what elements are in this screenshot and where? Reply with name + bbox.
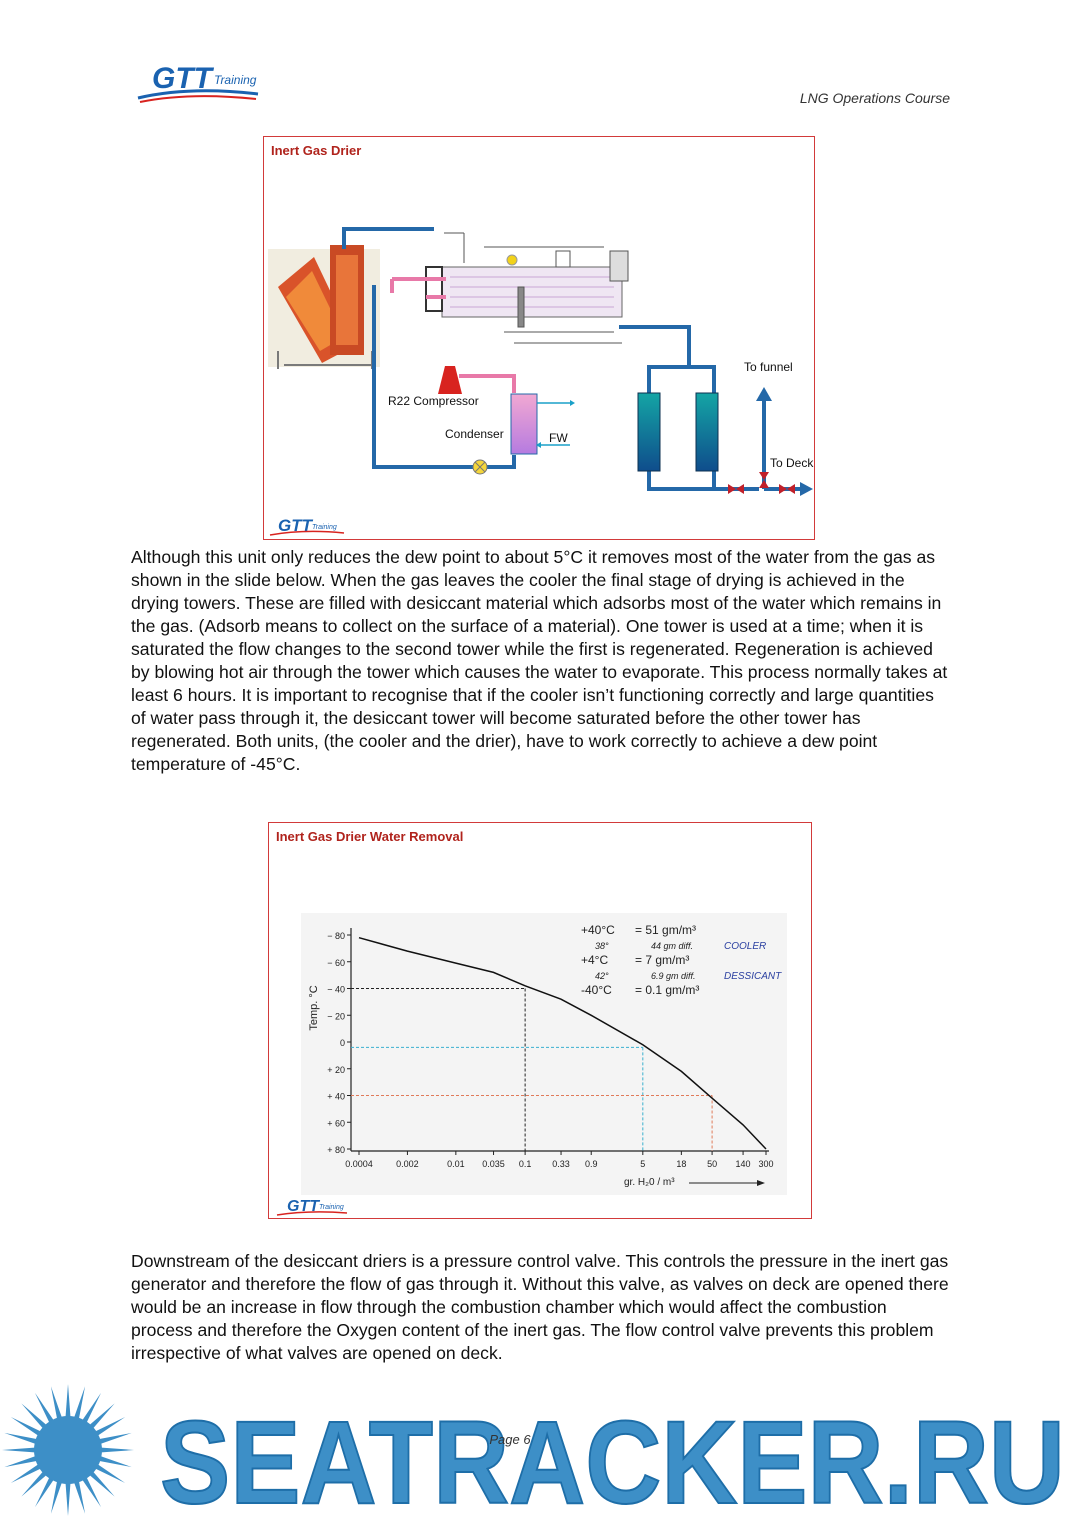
y-axis-label: Temp. °C xyxy=(308,985,320,1030)
generator-illustration xyxy=(268,245,380,369)
slide1-logo-sub: Training xyxy=(312,524,337,531)
ann-2-subtemp: 42° xyxy=(595,971,609,981)
ann-2-subvalue: 6.9 gm diff. xyxy=(651,971,696,981)
page-number: Page 6 xyxy=(489,1432,531,1447)
ann-1-value: = 51 gm/m³ xyxy=(635,923,696,937)
condenser xyxy=(510,393,538,455)
sun-ray xyxy=(73,1386,86,1420)
slide1-logo: GTT xyxy=(278,516,314,535)
x-tick-label: 140 xyxy=(736,1159,751,1169)
slide-inert-gas-drier: Inert Gas Drier xyxy=(263,136,815,540)
x-tick-label: 0.01 xyxy=(447,1159,465,1169)
sun-ray xyxy=(98,1432,132,1445)
seatracker-watermark: SEATRACKER.RU xyxy=(2,1384,1066,1527)
sun-ray xyxy=(4,1432,38,1445)
sun-ray xyxy=(81,1476,101,1508)
ann-1-label: COOLER xyxy=(724,941,766,952)
x-tick-label: 0.1 xyxy=(519,1159,532,1169)
y-tick-label: − 80 xyxy=(327,931,345,941)
funnel-arrow-icon xyxy=(756,387,772,401)
funnel-label: To funnel xyxy=(744,360,793,374)
sun-ray xyxy=(10,1463,42,1483)
body-paragraph-1: Although this unit only reduces the dew … xyxy=(131,547,948,774)
dew-point-chart: − 80 − 60 − 40 − 20 0 + 20 + 40 + 60 + 80 0.0004… xyxy=(276,913,787,1216)
sun-ray xyxy=(65,1481,71,1516)
cooler-schematic xyxy=(425,232,629,344)
y-tick-label: + 20 xyxy=(327,1065,345,1075)
x-axis-label: gr. H₂0 / m³ xyxy=(624,1177,675,1188)
sun-ray xyxy=(21,1403,48,1430)
sun-ray xyxy=(88,1470,115,1497)
y-tick-label: − 20 xyxy=(327,1011,345,1021)
logo-sub: Training xyxy=(214,73,257,87)
sun-ray xyxy=(50,1480,63,1514)
deck-arrow-icon xyxy=(800,482,813,496)
y-tick-label: − 40 xyxy=(327,985,345,995)
r22-compressor xyxy=(438,366,462,394)
slide1-title: Inert Gas Drier xyxy=(271,143,362,158)
sun-ray xyxy=(35,1476,55,1508)
sun-ray xyxy=(94,1417,126,1437)
x-tick-label: 300 xyxy=(758,1159,773,1169)
y-tick-label: + 40 xyxy=(327,1092,345,1102)
sun-disc xyxy=(34,1416,102,1484)
ann-3-value: = 0.1 gm/m³ xyxy=(635,983,699,997)
x-tick-label: 0.33 xyxy=(552,1159,570,1169)
annotation-block: +40°C = 51 gm/m³ 38° 44 gm diff. COOLER … xyxy=(581,923,782,997)
sun-ray xyxy=(88,1403,115,1430)
slide2-logo: GTT xyxy=(287,1198,320,1215)
watermark-text: SEATRACKER.RU xyxy=(160,1397,1065,1527)
desiccant-tower-2 xyxy=(695,392,719,472)
x-tick-label: 5 xyxy=(640,1159,645,1169)
valve-icon xyxy=(728,472,795,494)
ann-2-value: = 7 gm/m³ xyxy=(635,953,689,967)
x-tick-label: 0.002 xyxy=(396,1159,419,1169)
x-tick-label: 0.0004 xyxy=(345,1159,373,1169)
condenser-label: Condenser xyxy=(445,427,504,441)
sun-ray xyxy=(73,1480,86,1514)
course-title: LNG Operations Course xyxy=(799,90,950,106)
gtt-training-logo: GTT Training xyxy=(137,62,259,103)
ann-3-temp: -40°C xyxy=(581,983,612,997)
y-tick-label: − 60 xyxy=(327,958,345,968)
sun-ray xyxy=(99,1447,134,1453)
x-tick-label: 0.035 xyxy=(482,1159,505,1169)
drier-diagram: R22 Compressor Condenser FW To funnel To… xyxy=(268,227,814,536)
body-paragraph-2: Downstream of the desiccant driers is a … xyxy=(131,1251,949,1363)
y-tick-label: + 60 xyxy=(327,1118,345,1128)
x-tick-label: 50 xyxy=(707,1159,717,1169)
refrigerant-pipe xyxy=(390,277,516,393)
y-tick-label: 0 xyxy=(340,1038,345,1048)
ann-1-temp: +40°C xyxy=(581,923,615,937)
ann-2-label: DESSICANT xyxy=(724,971,782,982)
compressor-label: R22 Compressor xyxy=(388,394,479,408)
expansion-valve-icon xyxy=(472,459,488,475)
sun-ray xyxy=(21,1470,48,1497)
slide2-title: Inert Gas Drier Water Removal xyxy=(276,829,464,844)
logo-main: GTT xyxy=(152,62,215,95)
fw-label: FW xyxy=(549,431,568,445)
sun-ray xyxy=(94,1463,126,1483)
ann-1-subvalue: 44 gm diff. xyxy=(651,941,693,951)
ann-1-subtemp: 38° xyxy=(595,941,609,951)
y-tick-label: + 80 xyxy=(327,1145,345,1155)
sun-ray xyxy=(65,1384,71,1419)
sun-ray xyxy=(81,1392,101,1424)
x-tick-label: 18 xyxy=(676,1159,686,1169)
ann-2-temp: +4°C xyxy=(581,953,608,967)
slide-water-removal: Inert Gas Drier Water Removal − 80− 60− … xyxy=(268,822,812,1219)
sun-ray xyxy=(35,1392,55,1424)
desiccant-tower-1 xyxy=(637,392,661,472)
sun-logo-icon xyxy=(2,1384,134,1516)
x-axis-arrow-icon xyxy=(689,1180,765,1186)
sun-ray xyxy=(98,1455,132,1468)
sun-ray xyxy=(2,1447,37,1453)
deck-label: To Deck xyxy=(770,456,814,470)
dew-point-curve xyxy=(358,936,767,1150)
sun-ray xyxy=(50,1386,63,1420)
x-tick-label: 0.9 xyxy=(585,1159,598,1169)
slide2-logo-sub: Training xyxy=(319,1204,344,1211)
sun-ray xyxy=(4,1455,38,1468)
sun-ray xyxy=(10,1417,42,1437)
